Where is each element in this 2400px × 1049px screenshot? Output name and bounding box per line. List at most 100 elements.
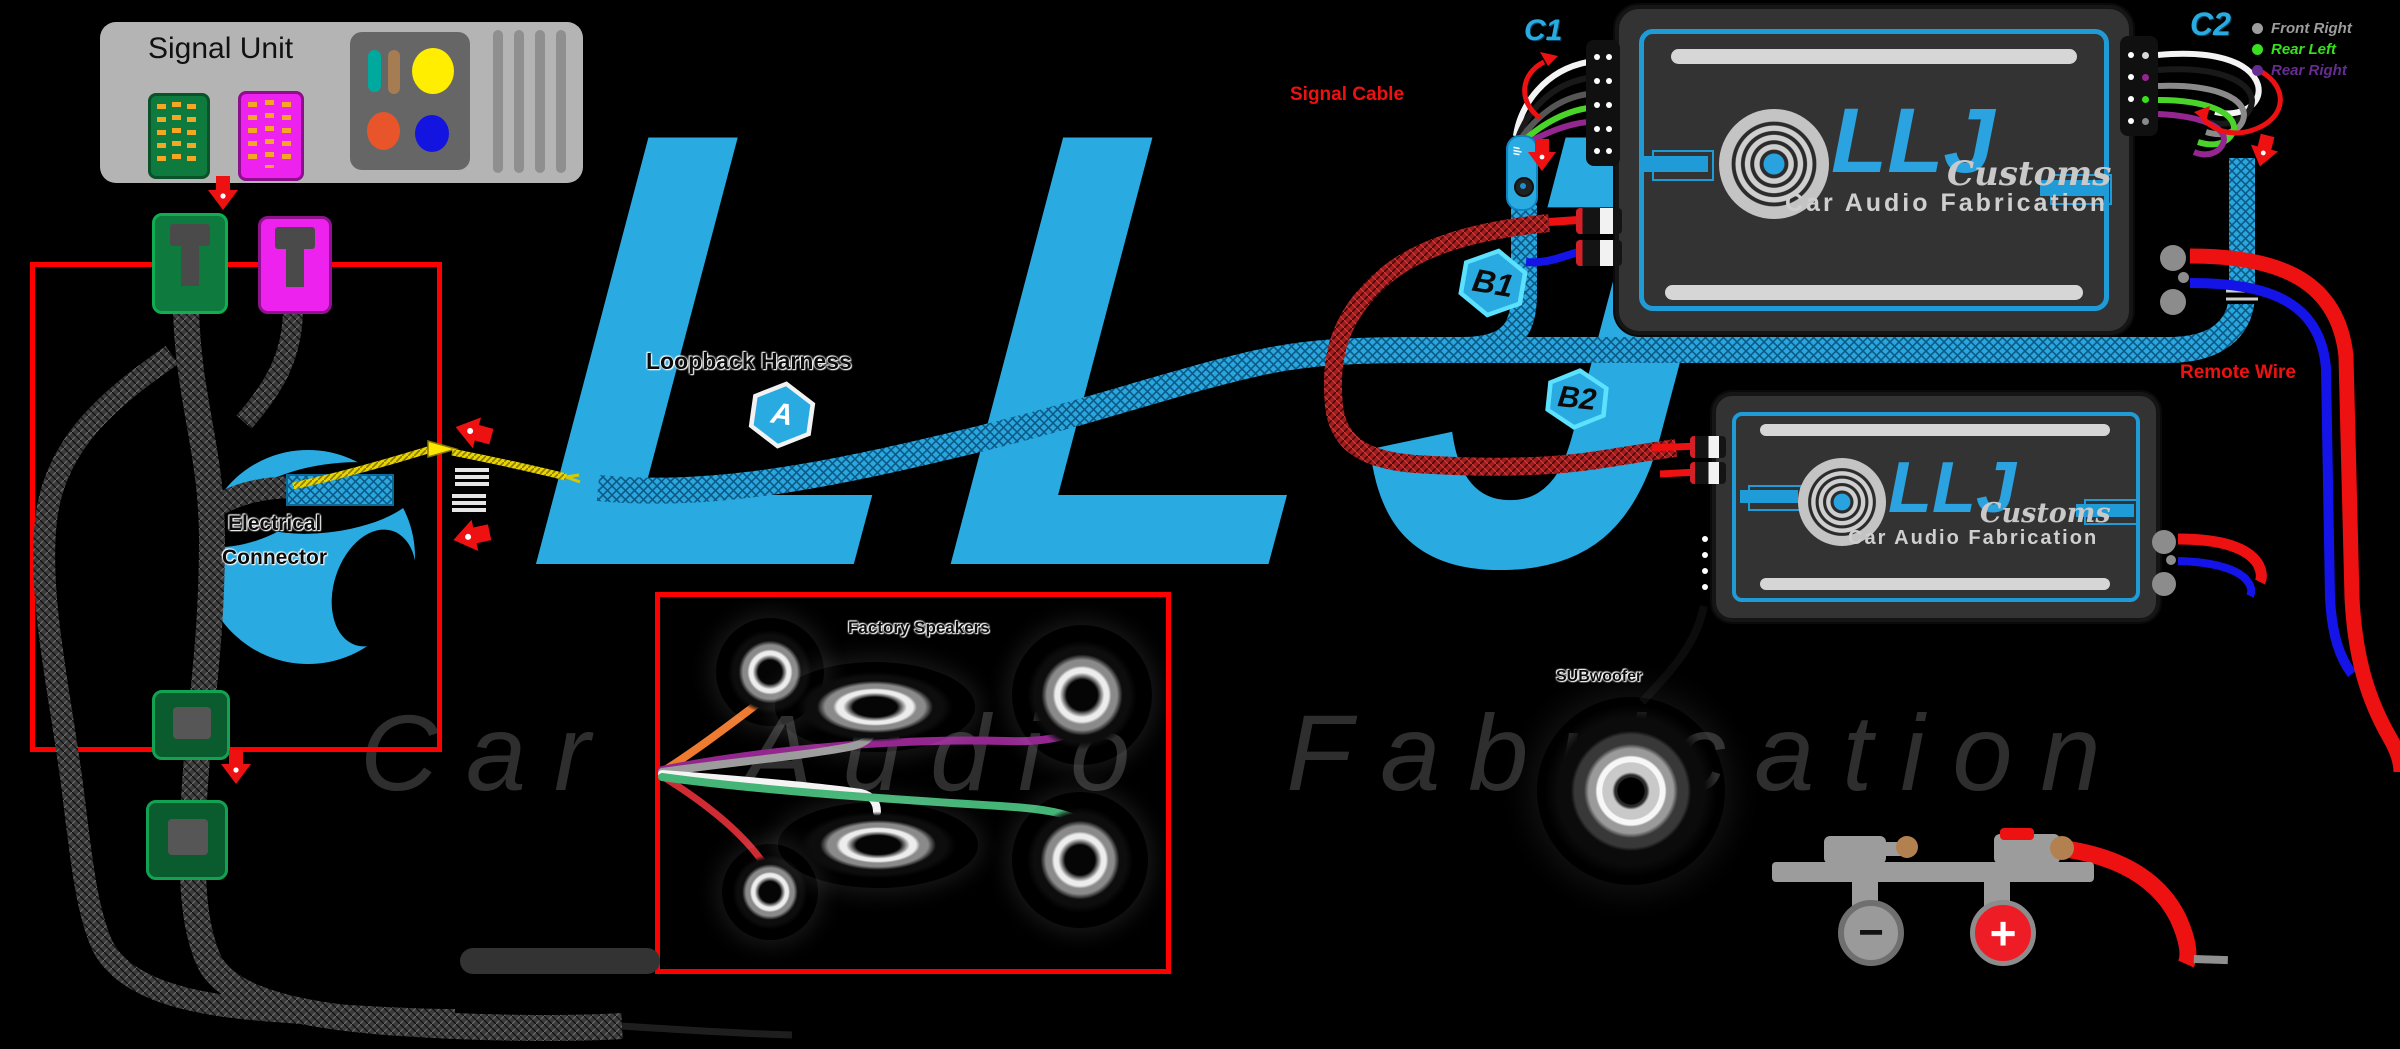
- amp1-bottom-bar: [1665, 285, 2083, 300]
- amp1-terminal-post-small: [2178, 272, 2189, 283]
- legend-item-front-right: Front Right: [2252, 20, 2352, 37]
- wire-legend: Front Right Rear Left Rear Right: [2252, 20, 2352, 79]
- green-plug: [152, 213, 228, 314]
- signal-cable-path: [1323, 214, 1678, 476]
- amp2-frame: [1732, 412, 2140, 602]
- blue-lamp: [415, 115, 449, 152]
- rca-blue-stub: [1525, 248, 1580, 267]
- oval-speaker-bottom: [778, 802, 978, 888]
- amp1-right-terminal-block: [2120, 36, 2158, 136]
- legend-item-rear-left: Rear Left: [2252, 41, 2352, 58]
- amp2-terminal-post-1: [2152, 530, 2176, 554]
- harness-area-red-box: [30, 262, 442, 752]
- amp1-speaker-logo-icon: [1719, 109, 1829, 219]
- remote-wire-label: Remote Wire: [2180, 362, 2296, 383]
- amp1-right-accent-box: [2050, 174, 2112, 205]
- amp2-left-dots: [1698, 536, 1712, 598]
- loopback-harness-label: Loopback Harness: [646, 348, 852, 374]
- amp1-top-bar: [1671, 49, 2077, 64]
- swirl-arrowhead-c1: [1540, 52, 1558, 66]
- swirl-arrowhead-c2: [2194, 106, 2210, 122]
- magenta-plug: [258, 216, 332, 314]
- marker-c1-label: C1: [1524, 14, 1563, 47]
- amp1-left-terminal-block: [1586, 40, 1620, 166]
- battery-pos-clamp-cap: [2000, 828, 2034, 840]
- amp1-series: Customs: [1947, 154, 2112, 194]
- battery-pos-bolt: [2050, 836, 2074, 860]
- signal-unit-magenta-connector: [238, 91, 304, 181]
- amp1-tagline: Car Audio Fabrication: [1785, 189, 2109, 217]
- vent-bar: [493, 30, 503, 173]
- orange-lamp: [367, 112, 400, 150]
- subwoofer-label: SUBwoofer: [1556, 668, 1643, 685]
- green-connector-block-2: [146, 800, 228, 880]
- signal-unit-green-connector: [148, 93, 210, 179]
- amplifier-2: LLJ Customs Car Audio Fabrication: [1712, 392, 2160, 622]
- vent-bar: [556, 30, 566, 173]
- amp1-left-accent-box: [1652, 150, 1714, 181]
- amp1-rca-plug-bottom: [1576, 240, 1622, 266]
- round-speaker-bottom: [1012, 792, 1148, 928]
- cable-sleeve-bar: [460, 948, 660, 974]
- cable-break-marks-left: [452, 468, 489, 512]
- vent-bar: [535, 30, 545, 173]
- amp2-tagline: Car Audio Fabrication: [1848, 527, 2099, 549]
- factory-speakers-label: Factory Speakers: [848, 618, 990, 637]
- subwoofer-wire: [1639, 605, 1708, 705]
- signal-unit-subpanel: [350, 32, 470, 170]
- legend-dot-purple: [2252, 65, 2263, 76]
- round-speaker-top: [1012, 625, 1152, 765]
- yellow-lamp: [412, 48, 454, 94]
- signal-cable-label: Signal Cable: [1290, 84, 1405, 105]
- amp2-left-accent: [1740, 490, 1798, 503]
- amp2-terminal-post-small: [2166, 555, 2176, 565]
- legend-dot-gray: [2252, 23, 2263, 34]
- loopback-harness-cable: [286, 158, 2255, 506]
- tan-bar: [388, 50, 400, 94]
- c1-device-speaker-dot: [1514, 177, 1534, 197]
- signal-unit-title: Signal Unit: [148, 32, 294, 65]
- battery-neg-bolt: [1896, 836, 1918, 858]
- amp1-terminal-post-2: [2160, 289, 2186, 315]
- amp2-rca-jack-top: [1690, 436, 1726, 458]
- rca-red-stub: [1548, 216, 1579, 226]
- battery-positive-terminal: +: [1970, 900, 2036, 966]
- amp1-frame: [1639, 29, 2109, 311]
- amp2-series: Customs: [1980, 498, 2111, 529]
- amp2-top-bar: [1760, 424, 2110, 436]
- amp1-brand: LLJ: [1831, 90, 1995, 192]
- watermark-tagline-text: Car Audio Fabrication: [360, 692, 2129, 813]
- legend-item-rear-right: Rear Right: [2252, 62, 2352, 79]
- amp1-right-accent: [2040, 180, 2106, 196]
- amplifier-1: LLJ Customs Car Audio Fabrication: [1615, 5, 2133, 335]
- amp1-terminal-post-1: [2160, 245, 2186, 271]
- power-and-remote-wires: [2064, 248, 2400, 968]
- electrical-connector-label-line1: Electrical: [228, 512, 322, 535]
- legend-dot-green: [2252, 44, 2263, 55]
- yellow-tap-wire: [292, 440, 581, 490]
- red-arrows: [208, 133, 2279, 784]
- amp2-speaker-logo-icon: [1798, 458, 1886, 546]
- amp2-right-accent: [2076, 504, 2134, 517]
- amp2-bottom-bar: [1760, 578, 2110, 590]
- amp2-terminal-post-2: [2152, 572, 2176, 596]
- legend-label: Rear Right: [2271, 62, 2347, 79]
- electrical-connector-label-line2: Connector: [222, 546, 327, 569]
- factory-speakers-red-box: [655, 592, 1171, 974]
- battery-bus-bar: [1772, 862, 2094, 882]
- green-connector-block-1: [152, 690, 230, 760]
- signal-unit-panel: Signal Unit: [100, 22, 583, 183]
- amp1-left-accent: [1642, 156, 1708, 172]
- marker-c2-label: C2: [2190, 6, 2231, 42]
- legend-label: Rear Left: [2271, 41, 2337, 58]
- c1-inline-device: ılı: [1506, 135, 1538, 211]
- battery-neg-clamp: [1824, 836, 1886, 864]
- teal-bar: [368, 50, 381, 92]
- subwoofer-speaker: [1537, 697, 1725, 885]
- amp2-right-accent-box: [2084, 499, 2138, 525]
- amp2-rca-jack-bottom: [1690, 462, 1726, 484]
- oval-speaker-top: [775, 662, 975, 752]
- braid-thin-tail: [621, 1022, 793, 1039]
